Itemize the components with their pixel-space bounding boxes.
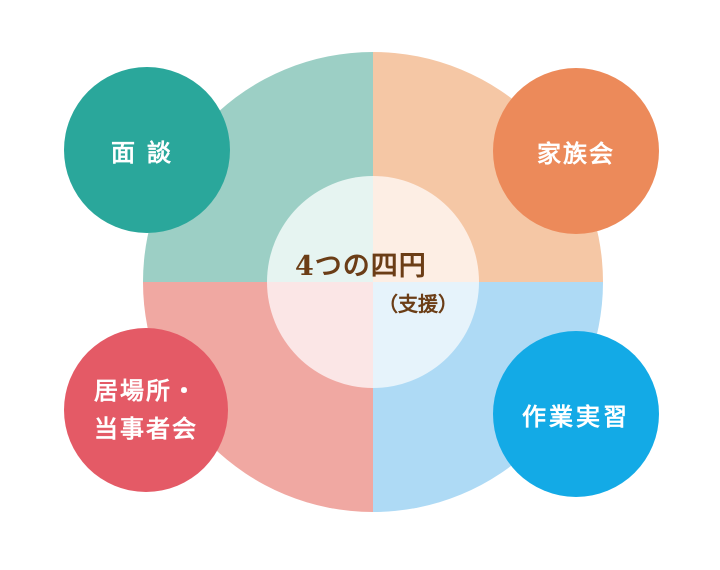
center-title: 4つの四円 xyxy=(295,251,427,282)
bubble-place-peer-group: 居場所・ 当事者会 xyxy=(64,328,228,492)
bubble-family-meeting-label: 家族会 xyxy=(537,139,615,168)
bubble-interview: 面談 xyxy=(64,67,230,233)
inner-top-right xyxy=(373,176,479,282)
bubble-work-training: 作業実習 xyxy=(493,331,659,497)
bubble-place-line2: 当事者会 xyxy=(94,415,198,443)
bubble-work-training-label: 作業実習 xyxy=(522,402,630,431)
inner-top-left xyxy=(267,176,373,282)
bubble-place-line1: 居場所・ xyxy=(94,377,198,405)
inner-bottom-left xyxy=(267,282,373,388)
bubble-interview-label: 面談 xyxy=(111,138,183,167)
inner-bottom-right xyxy=(373,282,479,388)
center-label: 4つの四円 （支援） xyxy=(270,242,480,332)
bubble-family-meeting: 家族会 xyxy=(493,68,659,234)
center-subtitle: （支援） xyxy=(378,292,458,316)
